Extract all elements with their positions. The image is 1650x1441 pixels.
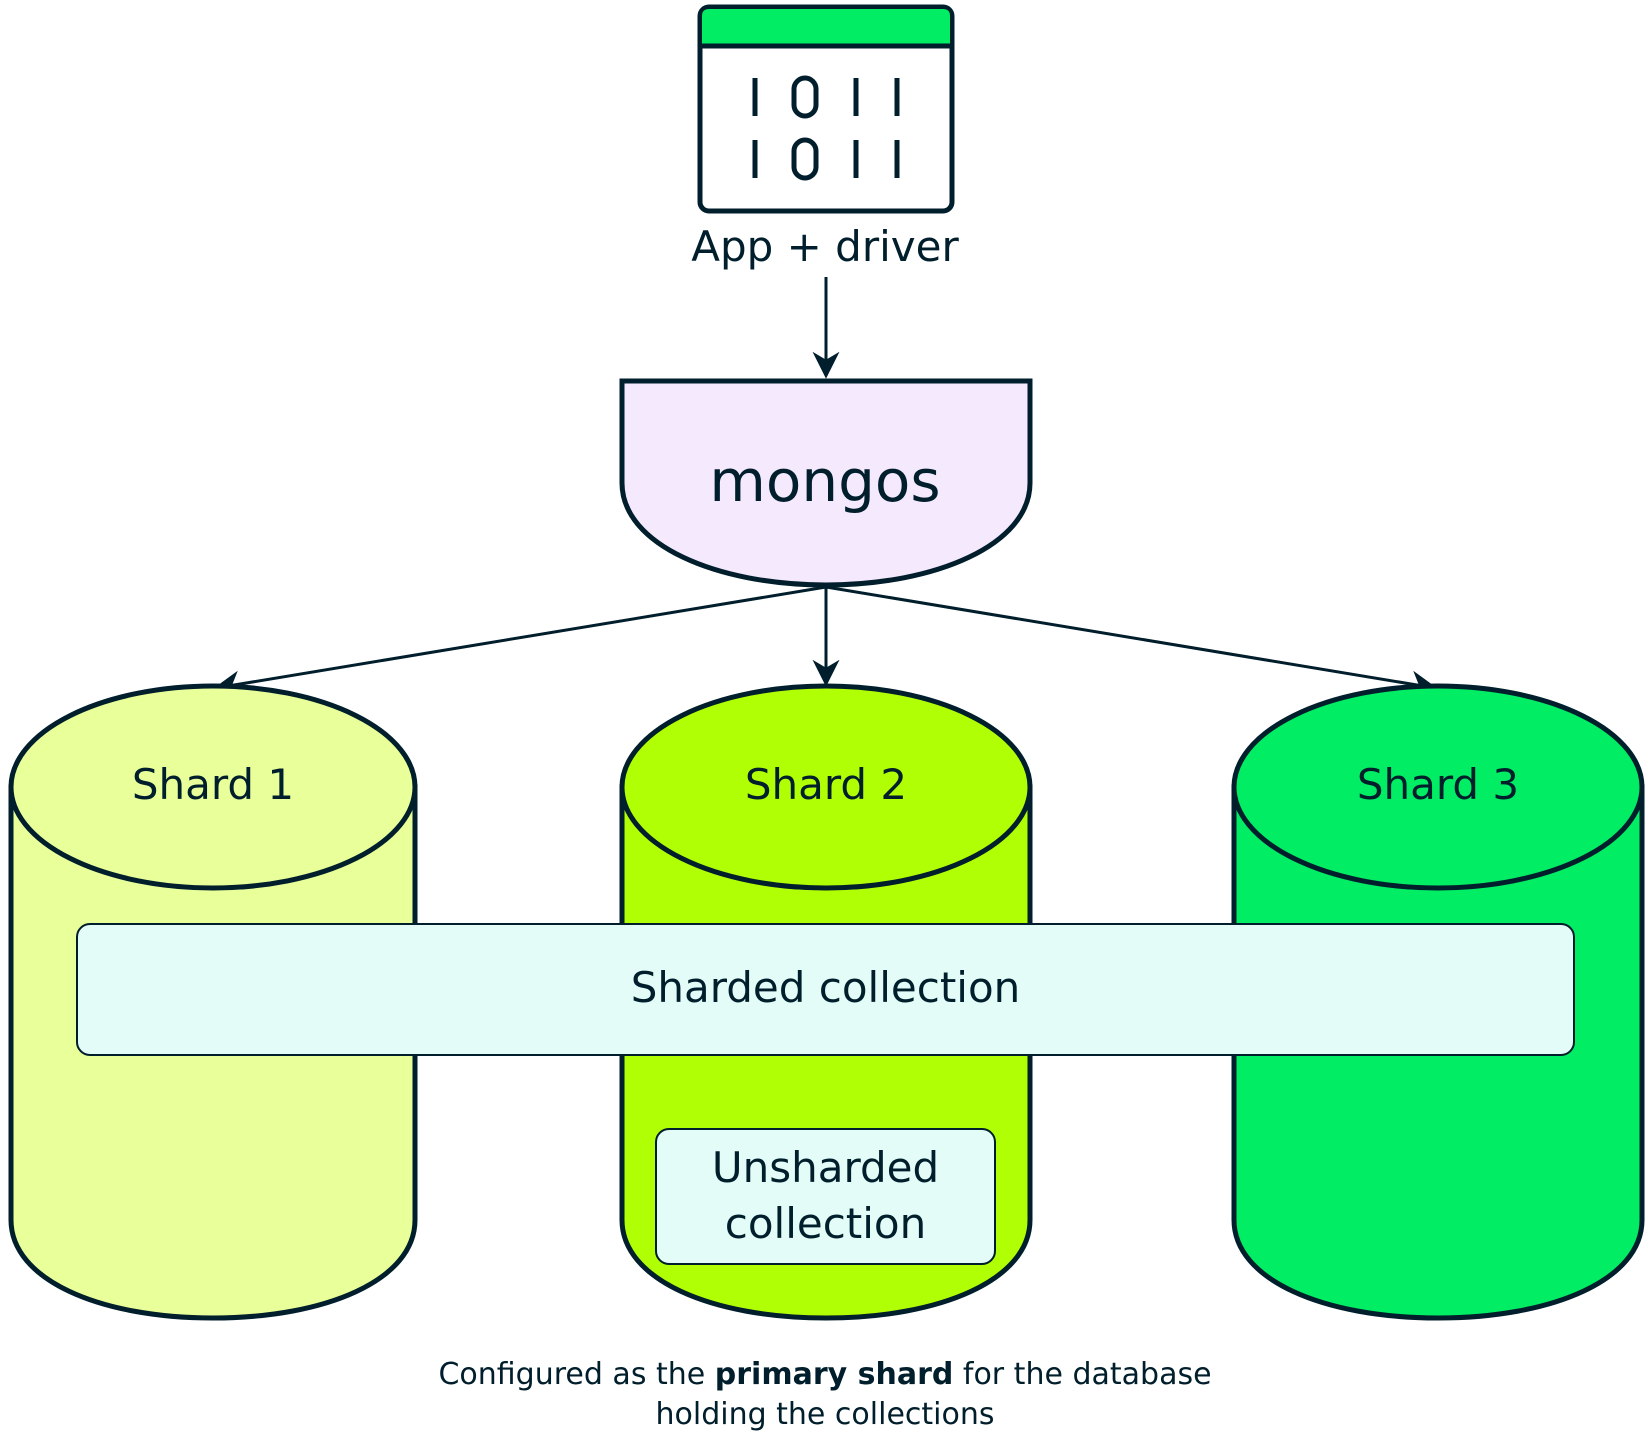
shard-3-label: Shard 3 bbox=[1356, 760, 1520, 809]
app-window-icon bbox=[697, 4, 955, 214]
mongos-node bbox=[619, 378, 1033, 588]
edge-mongos-to-shard-3 bbox=[825, 585, 1438, 698]
caption-prefix: Configured as the bbox=[438, 1357, 715, 1392]
shard-1-label: Shard 1 bbox=[131, 760, 295, 809]
unsharded-collection-label: Unsharded collection bbox=[711, 1143, 940, 1248]
unsharded-collection-box bbox=[655, 1128, 996, 1265]
app-window-header bbox=[702, 9, 950, 46]
primary-shard-caption: Configured as the primary shard for the … bbox=[425, 1355, 1225, 1435]
caption-bold-term: primary shard bbox=[714, 1357, 954, 1392]
caption-suffix: for the database holding the collections bbox=[655, 1357, 1212, 1432]
mongos-label: mongos bbox=[709, 447, 941, 515]
binary-digits-icon bbox=[752, 75, 900, 181]
sharded-collection-label: Sharded collection bbox=[630, 963, 1021, 1012]
sharded-collection-box bbox=[76, 923, 1575, 1056]
shard-2-label: Shard 2 bbox=[744, 760, 908, 809]
edge-mongos-to-shard-1 bbox=[213, 585, 827, 698]
app-driver-label: App + driver bbox=[691, 222, 959, 271]
